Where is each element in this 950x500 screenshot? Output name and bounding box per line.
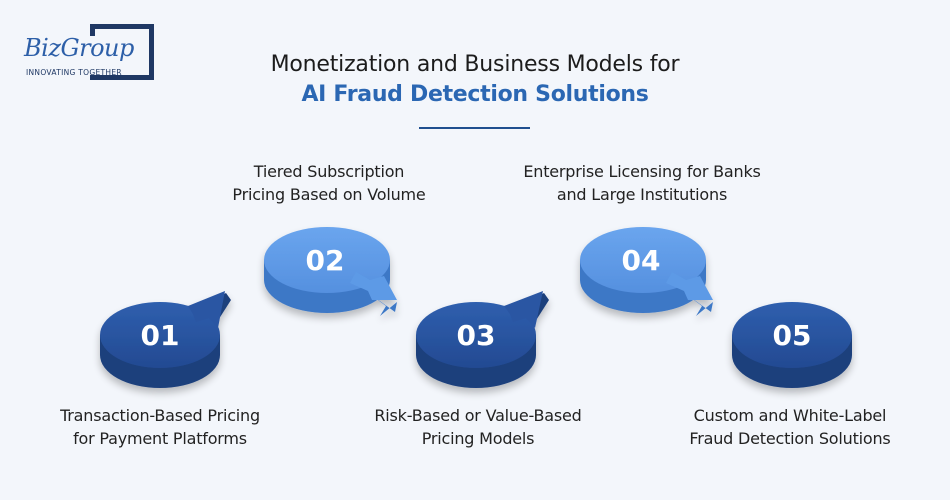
logo-frame-shape — [90, 24, 154, 80]
step-04-label: Enterprise Licensing for Banks and Large… — [523, 162, 761, 204]
step-04-number: 04 — [622, 244, 661, 277]
step-05-number: 05 — [773, 319, 812, 352]
bizgroup-logo: BizGroup INNOVATING TOGETHER — [22, 24, 156, 84]
step-01-disc: 01 — [100, 291, 231, 388]
step-04-disc: 04 — [580, 227, 713, 316]
page-title-line-2: AI Fraud Detection Solutions — [301, 82, 649, 107]
step-05-disc: 05 — [732, 302, 852, 388]
step-02-label: Tiered Subscription Pricing Based on Vol… — [232, 162, 426, 204]
step-02-disc: 02 — [264, 227, 397, 316]
step-02-number: 02 — [306, 244, 345, 277]
logo-tagline: INNOVATING TOGETHER — [26, 68, 122, 77]
step-03-disc: 03 — [416, 291, 549, 388]
step-03-number: 03 — [457, 319, 496, 352]
step-01-label: Transaction-Based Pricing for Payment Pl… — [60, 406, 260, 448]
logo-name: BizGroup — [24, 34, 134, 62]
page-title-line-1: Monetization and Business Models for — [270, 52, 680, 77]
step-03-label: Risk-Based or Value-Based Pricing Models — [374, 406, 582, 448]
step-01-number: 01 — [141, 319, 180, 352]
step-05-label: Custom and White-Label Fraud Detection S… — [689, 406, 891, 448]
title-underline — [419, 127, 530, 129]
